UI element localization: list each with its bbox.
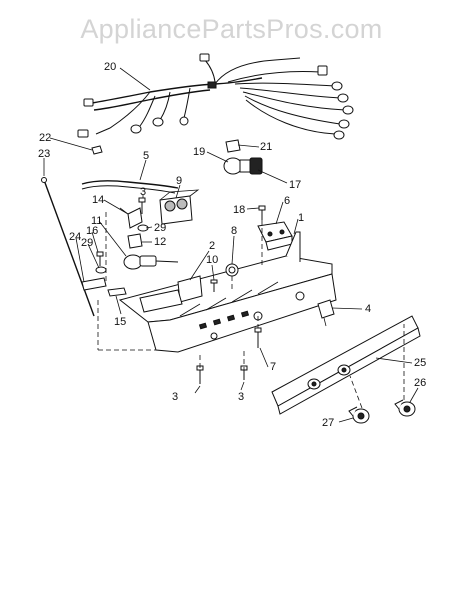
callout-20: 20 bbox=[104, 61, 116, 73]
part-7-screw bbox=[254, 327, 262, 348]
callout-19: 19 bbox=[193, 146, 205, 158]
callout-6: 6 bbox=[284, 195, 290, 207]
part-22-clip bbox=[91, 145, 103, 155]
callout-9: 9 bbox=[176, 175, 182, 187]
part-5-tube bbox=[81, 179, 179, 194]
callout-4: 4 bbox=[365, 303, 371, 315]
callout-29-top: 29 bbox=[154, 222, 166, 234]
callout-3-top: 3 bbox=[140, 186, 146, 198]
callout-27: 27 bbox=[322, 417, 334, 429]
part-19-lamp bbox=[223, 157, 263, 175]
callout-23: 23 bbox=[38, 148, 50, 160]
callout-15: 15 bbox=[114, 316, 126, 328]
callout-12: 12 bbox=[154, 236, 166, 248]
callout-18: 18 bbox=[233, 204, 245, 216]
callout-3-right: 3 bbox=[238, 391, 244, 403]
part-3-screw-top bbox=[138, 197, 146, 214]
callout-16: 16 bbox=[86, 225, 98, 237]
part-16-screw bbox=[96, 251, 104, 266]
callout-21: 21 bbox=[260, 141, 272, 153]
callout-14: 14 bbox=[92, 194, 104, 206]
watermark-text: AppliancePartsPros.com bbox=[80, 14, 383, 44]
part-6-switch bbox=[257, 221, 293, 251]
part-9-damper-control bbox=[159, 189, 200, 225]
assembly-dashed-lines bbox=[97, 212, 405, 409]
part-25-control-panel bbox=[271, 315, 421, 415]
part-29-washer-lower bbox=[95, 266, 107, 274]
part-14-bracket bbox=[119, 207, 143, 229]
part-18-screw bbox=[258, 205, 266, 220]
part-23-rod bbox=[41, 177, 95, 317]
callout-17: 17 bbox=[289, 179, 301, 191]
callout-24: 24 bbox=[69, 231, 81, 243]
callout-labels: 20 22 23 5 21 19 17 14 3 9 18 6 1 29 11 … bbox=[38, 61, 426, 429]
part-4-clip bbox=[317, 299, 335, 327]
leader-lines bbox=[43, 67, 419, 423]
part-11-thermostat bbox=[123, 254, 179, 270]
part-26-knob bbox=[394, 399, 416, 417]
part-21-socket-clip bbox=[225, 139, 241, 153]
callout-11: 11 bbox=[91, 215, 102, 227]
callout-2: 2 bbox=[209, 240, 215, 252]
part-12-clip bbox=[127, 233, 143, 249]
callout-22: 22 bbox=[39, 132, 51, 144]
part-27-knob bbox=[348, 406, 370, 424]
wire-harness bbox=[77, 53, 354, 140]
callout-1: 1 bbox=[298, 212, 304, 224]
callout-8: 8 bbox=[231, 225, 237, 237]
callout-3-left: 3 bbox=[172, 391, 178, 403]
part-1-control-housing bbox=[118, 231, 337, 353]
callout-25: 25 bbox=[414, 357, 426, 369]
callout-26: 26 bbox=[414, 377, 426, 389]
callout-5: 5 bbox=[143, 150, 149, 162]
part-15-lever bbox=[107, 287, 127, 297]
callout-10: 10 bbox=[206, 254, 218, 266]
part-24-bracket bbox=[81, 277, 107, 291]
part-8-knob bbox=[225, 263, 239, 277]
callout-29-lower: 29 bbox=[81, 237, 93, 249]
part-2-bracket bbox=[139, 275, 203, 313]
callout-7: 7 bbox=[270, 361, 276, 373]
